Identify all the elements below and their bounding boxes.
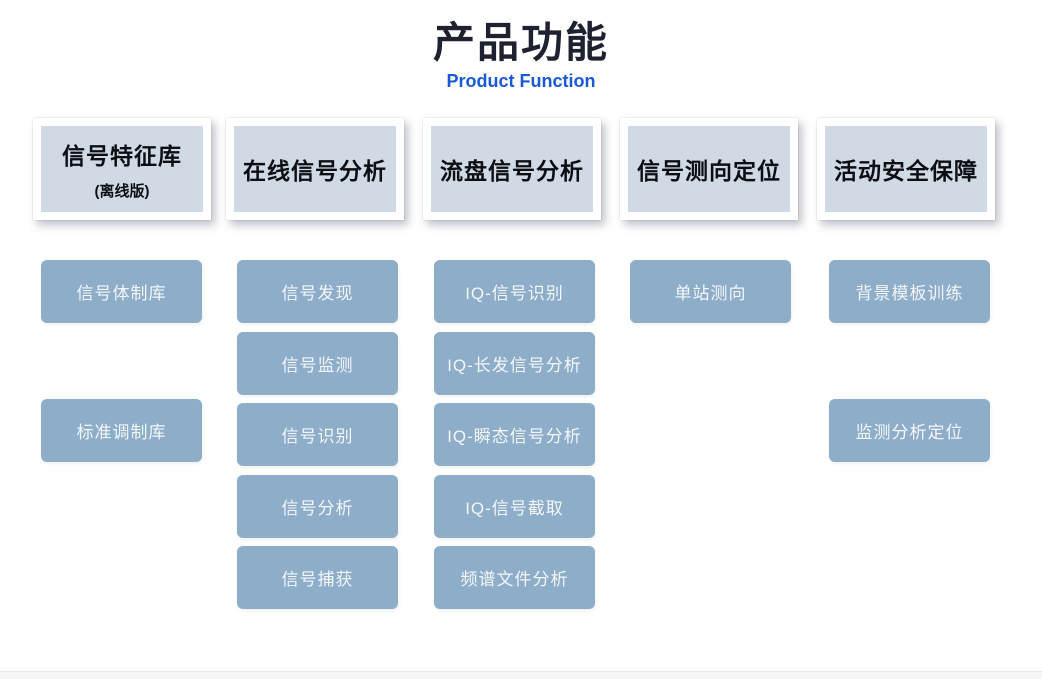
item-single-station-df: 单站测向	[630, 260, 791, 323]
item-signal-recognition: 信号识别	[237, 403, 398, 466]
header-title: 流盘信号分析	[440, 158, 584, 184]
header-online-signal-analysis: 在线信号分析	[226, 118, 404, 220]
page-subtitle: Product Function	[446, 71, 596, 91]
header-title: 在线信号分析	[243, 158, 387, 184]
header-subtitle: (离线版)	[94, 183, 150, 200]
item-iq-signal-recognition: IQ-信号识别	[434, 260, 595, 323]
page-title: 产品功能	[432, 19, 609, 66]
item-signal-monitoring: 信号监测	[237, 332, 398, 395]
header-title: 信号测向定位	[637, 158, 781, 184]
item-monitoring-analysis-positioning: 监测分析定位	[829, 399, 990, 462]
header-title: 活动安全保障	[834, 158, 978, 184]
item-signal-capture: 信号捕获	[237, 546, 398, 609]
header-title: 信号特征库	[62, 143, 182, 169]
item-signal-discovery: 信号发现	[237, 260, 398, 323]
header-signal-df-positioning: 信号测向定位	[620, 118, 798, 220]
header-event-security-support: 活动安全保障	[817, 118, 995, 220]
item-standard-modulation-library: 标准调制库	[41, 399, 202, 462]
header-stream-signal-analysis: 流盘信号分析	[423, 118, 601, 220]
item-signal-analysis: 信号分析	[237, 475, 398, 538]
item-spectrum-file-analysis: 频谱文件分析	[434, 546, 595, 609]
item-signal-system-library: 信号体制库	[41, 260, 202, 323]
item-background-template-training: 背景模板训练	[829, 260, 990, 323]
item-iq-signal-intercept: IQ-信号截取	[434, 475, 595, 538]
header-signal-feature-library: 信号特征库 (离线版)	[33, 118, 211, 220]
item-iq-transient-signal-analysis: IQ-瞬态信号分析	[434, 403, 595, 466]
footer-band	[0, 671, 1042, 679]
item-iq-long-signal-analysis: IQ-长发信号分析	[434, 332, 595, 395]
